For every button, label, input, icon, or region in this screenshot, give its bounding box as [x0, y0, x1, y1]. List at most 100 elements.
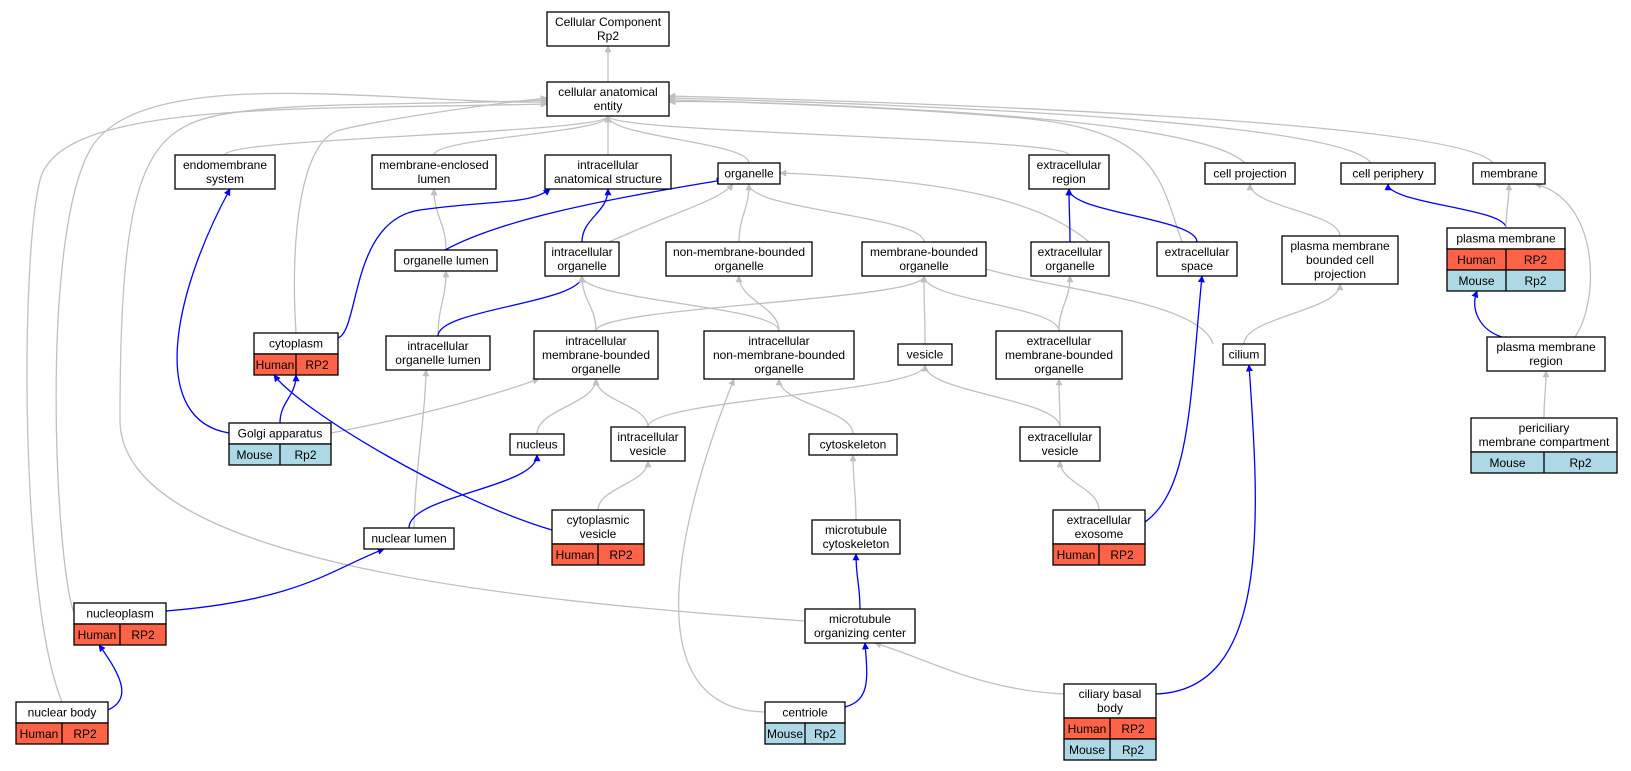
node-box: [551, 509, 645, 545]
gene-symbol: Rp2: [294, 448, 316, 462]
node-label: vesicle: [1042, 444, 1079, 458]
node-label: anatomical structure: [554, 172, 662, 186]
node-label: intracellular: [617, 430, 678, 444]
edge-exo-to-exr: [1065, 188, 1073, 243]
node-cysk: cytoskeleton: [808, 433, 898, 456]
species-name: Human: [78, 628, 117, 642]
edge-exr-to-cae: [604, 115, 1070, 156]
node-label: body: [1097, 701, 1123, 715]
species-name: Mouse: [1069, 743, 1105, 757]
edge-nl-to-nuc: [408, 454, 541, 529]
species-name: Human: [1057, 548, 1096, 562]
node-label: space: [1181, 259, 1213, 273]
edge-imbo-to-mbo: [595, 275, 928, 332]
node-cper: cell periphery: [1340, 162, 1436, 185]
gene-symbol: RP2: [73, 727, 97, 741]
node-label: membrane-enclosed: [379, 158, 488, 172]
edge-cil-to-pmbcp: [1243, 283, 1344, 345]
node-label: plasma membrane: [1290, 239, 1390, 253]
edge-mbo-to-org: [745, 183, 925, 243]
edge-nb-to-np: [98, 644, 123, 711]
node-label: plasma membrane: [1456, 232, 1556, 246]
edge-cyto-to-cae: [293, 95, 548, 334]
edge-cbb-to-cil: [1155, 364, 1256, 695]
node-label: intracellular: [551, 245, 612, 259]
edge-cysk-to-inmbo: [775, 378, 854, 435]
node-label: ciliary basal: [1079, 687, 1142, 701]
edge-cil-to-mbo: [975, 264, 1214, 345]
edge-cv-to-iv: [597, 460, 652, 511]
node-box: [544, 241, 620, 277]
node-box: [808, 433, 898, 456]
edge-nl-to-iol: [413, 369, 430, 529]
node-label: extracellular: [1028, 430, 1093, 444]
edge-pmbcp-to-cp: [1246, 183, 1341, 237]
species-name: Human: [1457, 253, 1496, 267]
edge-pmr-to-pm: [1471, 290, 1503, 338]
node-label: non-membrane-bounded: [673, 245, 805, 259]
edge-iol-to-olum: [437, 270, 450, 337]
edge-cbb-to-mtoc: [874, 641, 1065, 695]
node-ves: vesicle: [897, 343, 953, 366]
edge-pmc-to-pmr: [1542, 370, 1550, 419]
node-label: vesicle: [580, 527, 617, 541]
edge-np-to-nl: [165, 548, 385, 612]
node-olum: organelle lumen: [394, 249, 498, 272]
node-label: organelle: [1034, 362, 1084, 376]
edge-golgi-to-endo: [176, 188, 231, 434]
node-label: membrane-bounded: [870, 245, 978, 259]
gene-symbol: Rp2: [1569, 456, 1591, 470]
edge-nb-to-cae: [26, 100, 548, 703]
node-label: membrane: [1480, 167, 1538, 181]
node-box: [610, 426, 686, 462]
edge-cyto-to-ias: [337, 188, 551, 339]
edge-golgi-to-cyto: [279, 374, 300, 424]
node-box: [174, 154, 276, 190]
node-label: cell periphery: [1352, 167, 1423, 181]
node-label: extracellular: [1027, 334, 1092, 348]
node-label: centriole: [782, 706, 828, 720]
gene-symbol: Rp2: [814, 727, 836, 741]
node-box: [897, 343, 953, 366]
node-label: lumen: [418, 172, 451, 186]
node-label: cytoskeleton: [820, 438, 887, 452]
edge-iol-to-iorg: [437, 275, 586, 337]
node-box: [1204, 162, 1296, 185]
node-box: [533, 330, 659, 380]
node-box: [1030, 241, 1110, 277]
node-box: [811, 519, 901, 555]
edge-olum-to-org: [444, 177, 724, 251]
gene-symbol: RP2: [1524, 253, 1548, 267]
node-label: organelle lumen: [395, 353, 480, 367]
node-label: intracellular: [748, 334, 809, 348]
edge-exmbo-to-mbo: [920, 275, 1060, 332]
node-box: [1472, 162, 1546, 185]
species-name: Mouse: [1489, 456, 1525, 470]
node-label: membrane-bounded: [1005, 348, 1113, 362]
edge-inmbo-to-iorg: [578, 275, 780, 332]
node-label: plasma membrane: [1496, 340, 1596, 354]
edge-exmbo-to-exo: [1058, 275, 1074, 332]
node-label: cytoplasmic: [567, 513, 630, 527]
gene-symbol: Rp2: [1524, 274, 1546, 288]
node-box: [1019, 426, 1101, 462]
edge-olum-to-mel: [430, 188, 447, 251]
node-label: organelle: [899, 259, 949, 273]
node-label: extracellular: [1067, 513, 1132, 527]
edge-mel-to-cae: [433, 115, 612, 156]
